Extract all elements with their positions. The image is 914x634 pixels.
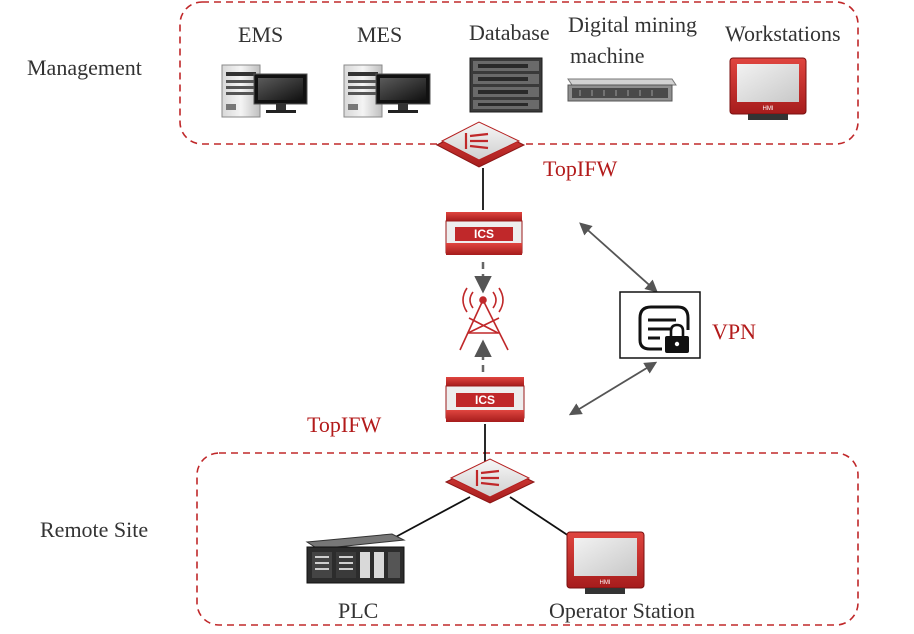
ems-computer-icon xyxy=(221,64,308,118)
digital-mining-machine-icon xyxy=(567,78,677,102)
top-firewall-label: TopIFW xyxy=(543,156,618,181)
vpn-upper-arrow xyxy=(579,222,658,293)
remote-site-zone xyxy=(196,452,859,626)
wireless-tower-icon xyxy=(459,287,509,351)
mes-label: MES xyxy=(357,22,403,47)
vpn-lower-arrow xyxy=(568,361,658,416)
digital-mining-label-line1: Digital mining xyxy=(568,12,697,37)
plc-icon xyxy=(305,533,406,584)
upper-ics-device-icon: ICS xyxy=(445,212,523,255)
workstations-label: Workstations xyxy=(725,21,841,46)
remote-site-zone-label: Remote Site xyxy=(40,517,149,542)
workstation-hmi-icon: HMI xyxy=(729,57,807,120)
management-zone-label: Management xyxy=(27,55,142,80)
lower-ics-text: ICS xyxy=(475,393,495,407)
bottom-firewall-label: TopIFW xyxy=(307,412,382,437)
lower-ics-device-icon: ICS xyxy=(445,377,525,422)
workstation-hmi-text: HMI xyxy=(763,106,774,112)
mes-computer-icon xyxy=(343,64,431,118)
vpn-label: VPN xyxy=(712,319,757,344)
bottom-firewall-icon xyxy=(444,458,536,504)
database-label: Database xyxy=(469,20,550,45)
link-firewall-to-operator-station xyxy=(509,496,576,541)
ems-label: EMS xyxy=(238,22,284,47)
link-firewall-to-plc xyxy=(389,496,471,541)
vpn-lock-icon xyxy=(619,291,701,359)
operator-station-hmi-icon: HMI xyxy=(566,531,645,594)
database-server-icon xyxy=(469,57,543,113)
operator-station-label: Operator Station xyxy=(549,598,696,623)
operator-hmi-text: HMI xyxy=(600,580,611,586)
top-firewall-icon xyxy=(435,121,526,168)
upper-ics-text: ICS xyxy=(474,227,494,241)
plc-label: PLC xyxy=(338,598,379,623)
digital-mining-label-line2: machine xyxy=(570,43,645,68)
